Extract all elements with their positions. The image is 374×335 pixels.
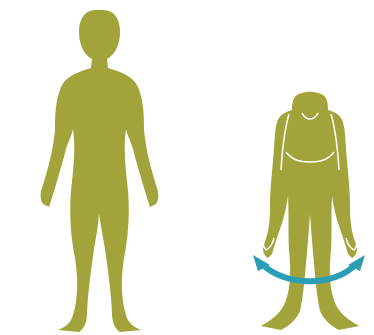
arrow-curve bbox=[262, 264, 356, 281]
standing-body-shape bbox=[41, 10, 159, 332]
curved-double-arrow-icon bbox=[253, 255, 365, 281]
standing-figure-icon bbox=[41, 10, 159, 332]
bent-body-shape bbox=[261, 92, 359, 330]
bent-over-figure-icon bbox=[261, 92, 359, 330]
